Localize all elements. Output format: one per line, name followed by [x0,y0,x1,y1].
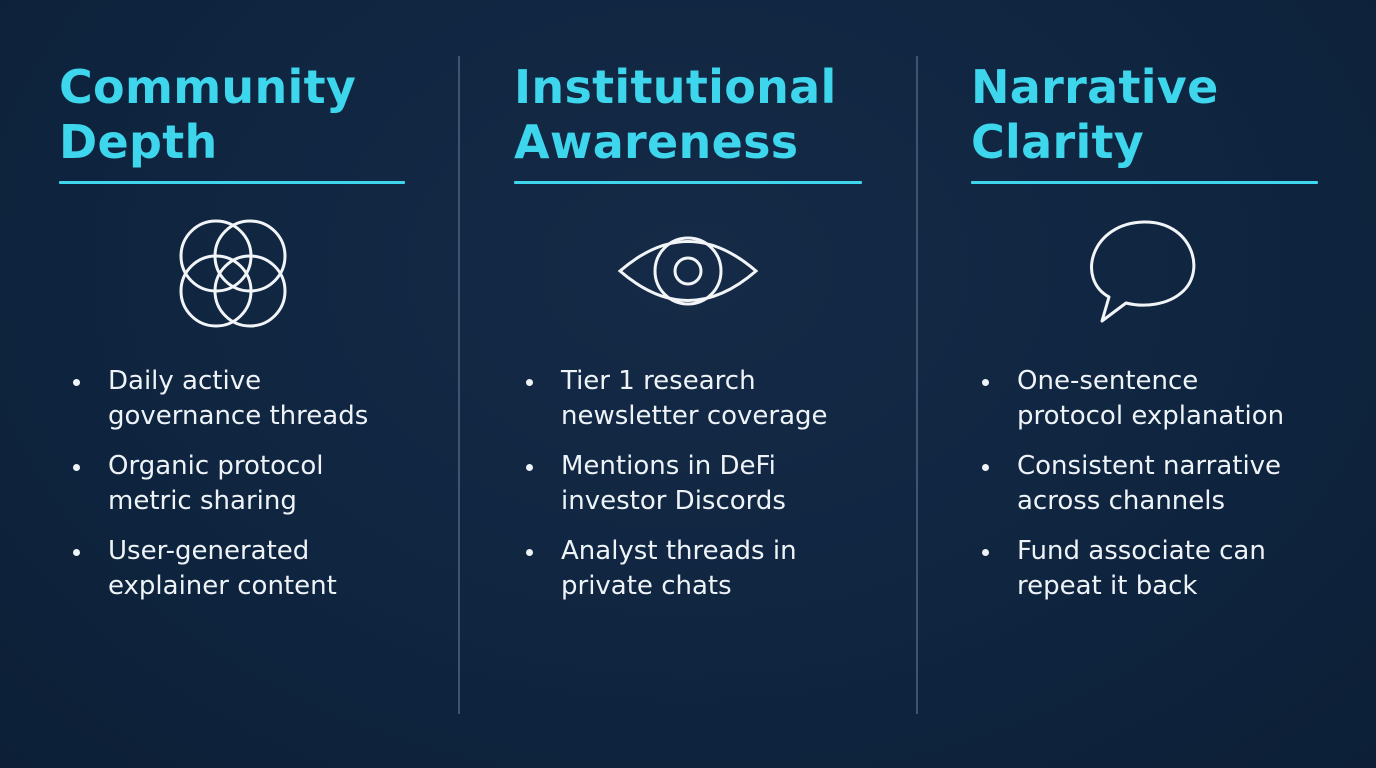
list-item: Analyst threads in private chats [512,534,828,604]
title-underline [59,181,405,184]
bullet-dot [526,464,533,471]
title-underline [971,181,1318,184]
column-title-line-1: Narrative [971,60,1219,114]
bullet-text-line-1: Analyst threads in [561,536,797,566]
bullet-text-line-2: explainer content [108,571,337,601]
column-title: Institutional Awareness [514,60,837,170]
list-item: One-sentence protocol explanation [968,364,1284,434]
bullet-text-line-2: protocol explanation [1017,401,1285,431]
bullet-text-line-2: metric sharing [108,486,297,516]
bullet-text-line-2: newsletter coverage [561,401,828,431]
bullet-list: Daily active governance threads Organic … [59,364,368,619]
list-item: Daily active governance threads [59,364,368,434]
bullet-dot [73,464,80,471]
bullet-text-line-2: private chats [561,571,732,601]
overlapping-circles-icon [179,219,287,328]
bullet-dot [982,379,989,386]
column-divider [916,56,918,714]
bullet-text-line-2: investor Discords [561,486,786,516]
column-title: Community Depth [59,60,356,170]
bullet-text-line-2: repeat it back [1017,571,1198,601]
list-item: Tier 1 research newsletter coverage [512,364,828,434]
column-title-line-2: Clarity [971,115,1145,169]
list-item: Consistent narrative across channels [968,449,1284,519]
bullet-text-line-1: Mentions in DeFi [561,451,776,481]
column-title-line-2: Awareness [514,115,799,169]
list-item: Organic protocol metric sharing [59,449,368,519]
list-item: User-generated explainer content [59,534,368,604]
bullet-list: Tier 1 research newsletter coverage Ment… [512,364,828,619]
bullet-list: One-sentence protocol explanation Consis… [968,364,1284,619]
bullet-text-line-1: One-sentence [1017,366,1199,396]
column-title-line-2: Depth [59,115,218,169]
bullet-dot [73,379,80,386]
column-institutional-awareness: Institutional Awareness Tier 1 research … [512,60,862,619]
column-divider [458,56,460,714]
bullet-dot [982,464,989,471]
bullet-dot [526,379,533,386]
bullet-text-line-2: governance threads [108,401,369,431]
list-item: Mentions in DeFi investor Discords [512,449,828,519]
bullet-text-line-1: Organic protocol [108,451,324,481]
bullet-text-line-2: across channels [1017,486,1226,516]
column-title-line-1: Institutional [514,60,837,114]
bullet-text-line-1: Daily active [108,366,262,396]
bullet-text-line-1: Tier 1 research [561,366,756,396]
column-community-depth: Community Depth Daily active governance … [0,0,458,768]
bullet-text-line-1: User-generated [108,536,310,566]
bullet-dot [73,549,80,556]
bullet-dot [982,549,989,556]
speech-bubble-icon [1090,220,1196,323]
eye-icon [617,236,759,306]
bullet-text-line-1: Fund associate can [1017,536,1266,566]
title-underline [514,181,862,184]
bullet-text-line-1: Consistent narrative [1017,451,1282,481]
column-title-line-1: Community [59,60,357,114]
bullet-dot [526,549,533,556]
column-title: Narrative Clarity [971,60,1219,170]
list-item: Fund associate can repeat it back [968,534,1284,604]
